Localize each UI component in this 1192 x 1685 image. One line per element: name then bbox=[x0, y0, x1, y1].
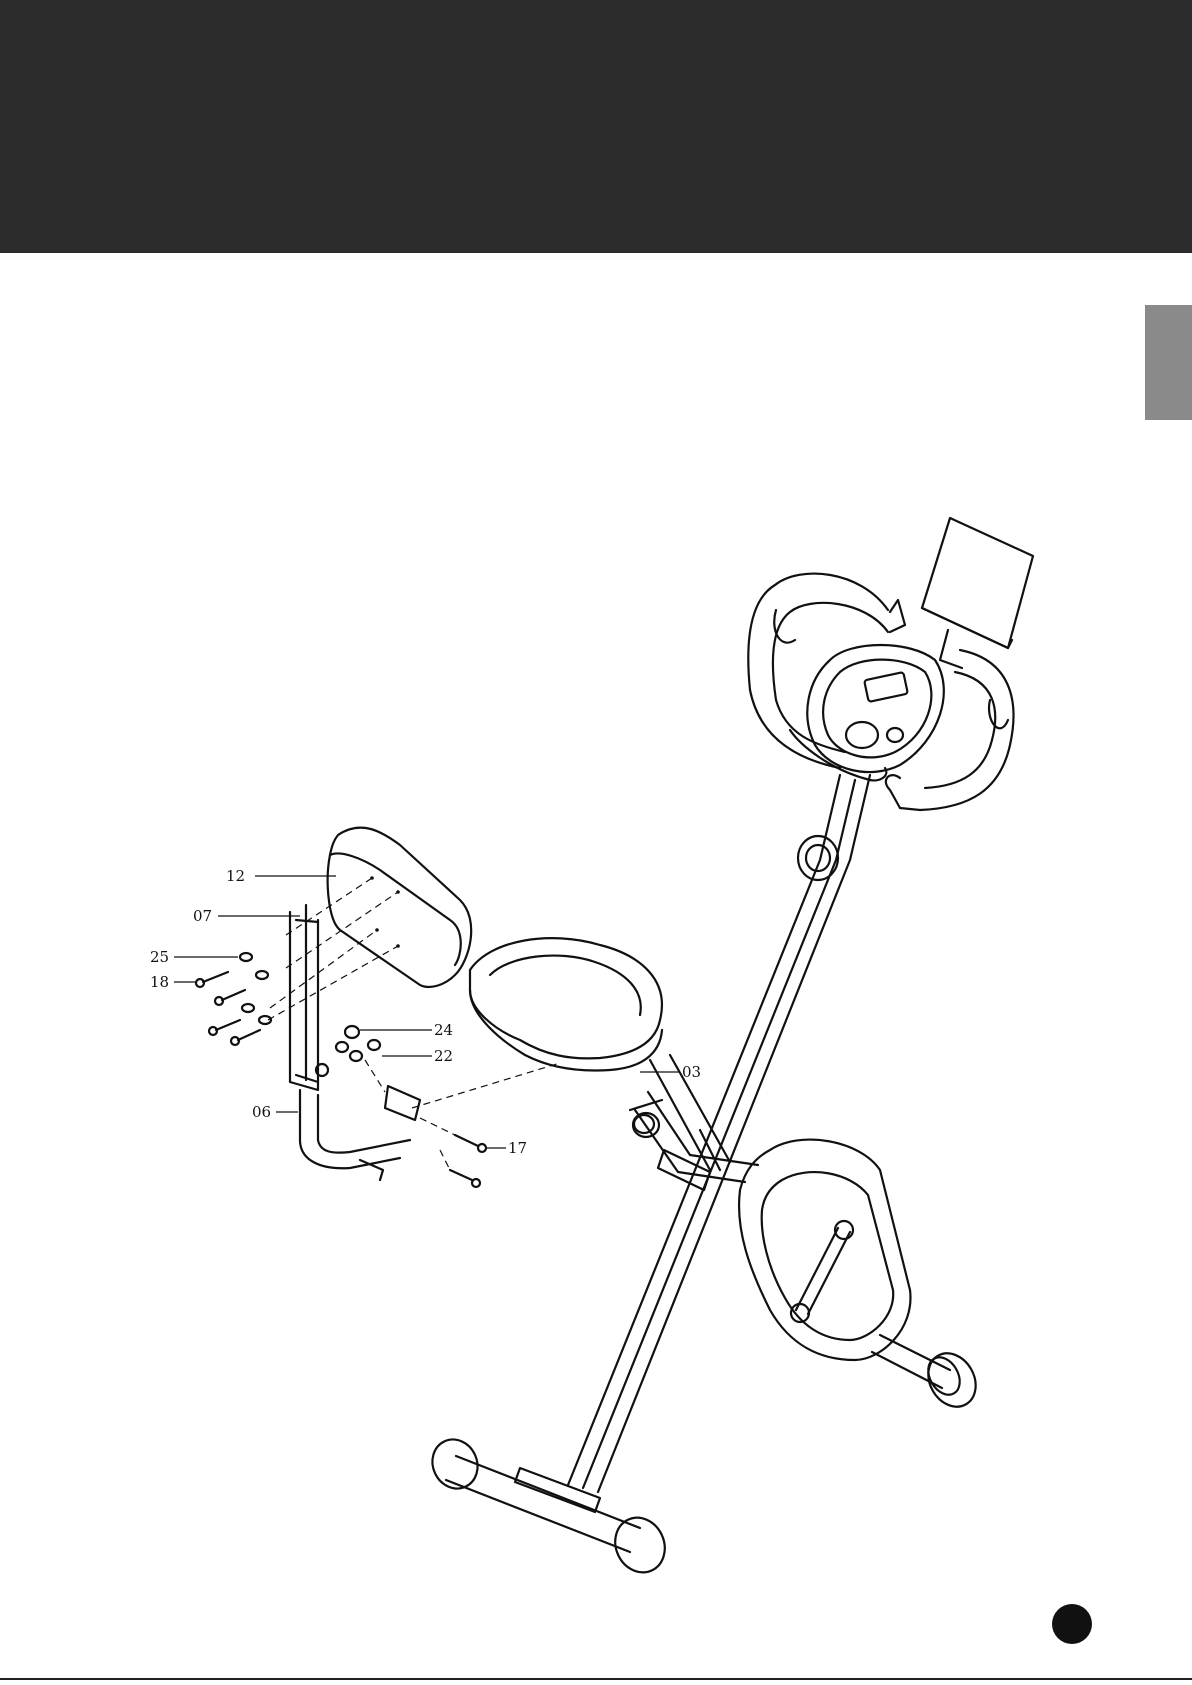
callout-12: 12 bbox=[226, 867, 336, 885]
rear-stabilizer bbox=[424, 1432, 673, 1580]
callout-label-22: 22 bbox=[434, 1047, 453, 1065]
screw-18b bbox=[215, 990, 245, 1005]
callout-25: 25 bbox=[150, 948, 238, 966]
callout-label-07: 07 bbox=[193, 907, 212, 925]
callout-label-24: 24 bbox=[434, 1021, 453, 1039]
screw-18a bbox=[196, 972, 228, 987]
callout-03: 03 bbox=[640, 1063, 701, 1081]
callout-22: 22 bbox=[382, 1047, 453, 1065]
seat bbox=[470, 938, 662, 1070]
callout-label-03: 03 bbox=[682, 1063, 701, 1081]
callout-18: 18 bbox=[150, 973, 196, 991]
backrest bbox=[328, 828, 472, 987]
callout-17: 17 bbox=[487, 1139, 527, 1157]
screw-18c bbox=[209, 1020, 240, 1035]
handlebar bbox=[748, 574, 1013, 810]
callout-24: 24 bbox=[360, 1021, 453, 1039]
callout-label-18: 18 bbox=[150, 973, 169, 991]
flywheel-housing bbox=[739, 1140, 910, 1360]
front-stabilizer bbox=[872, 1335, 985, 1415]
backrest-bracket bbox=[290, 905, 328, 1090]
screw-17a bbox=[455, 1135, 486, 1152]
callout-label-06: 06 bbox=[252, 1103, 271, 1121]
front-mast bbox=[568, 775, 870, 1492]
callout-label-25: 25 bbox=[150, 948, 169, 966]
callout-07: 07 bbox=[193, 907, 300, 925]
tablet-holder bbox=[922, 518, 1033, 668]
callout-06: 06 bbox=[252, 1103, 298, 1121]
callout-label-12: 12 bbox=[226, 867, 245, 885]
seat-frame bbox=[300, 1086, 420, 1180]
screw-17b bbox=[450, 1170, 480, 1187]
callout-label-17: 17 bbox=[508, 1139, 527, 1157]
screw-18d bbox=[231, 1030, 260, 1045]
